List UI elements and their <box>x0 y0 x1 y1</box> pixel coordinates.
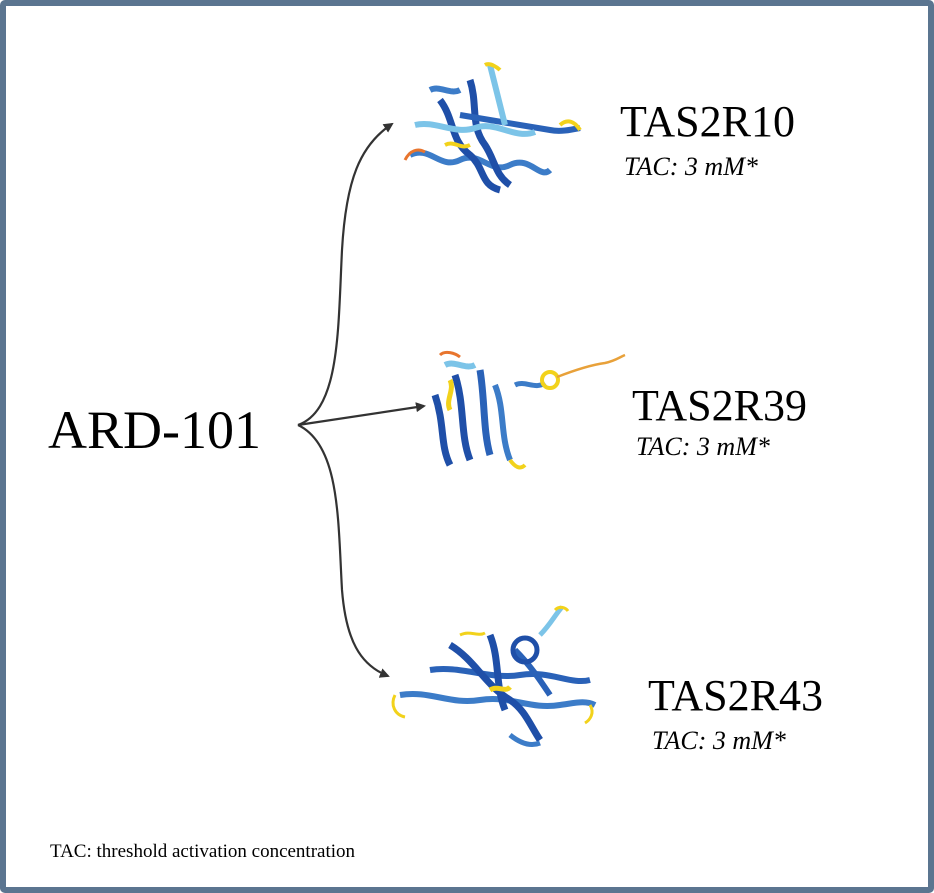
source-label: ARD-101 <box>48 400 261 460</box>
target-tac: TAC: 3 mM* <box>624 152 758 181</box>
target-tac: TAC: 3 mM* <box>652 726 786 755</box>
footnote: TAC: threshold activation concentration <box>50 841 356 862</box>
protein-structure-icon <box>431 350 626 470</box>
protein-structure-icon <box>391 605 597 748</box>
arrow-to-tas2r43 <box>297 424 390 678</box>
target-name: TAS2R39 <box>632 381 807 430</box>
protein-structure-icon <box>403 62 582 194</box>
target-tac: TAC: 3 mM* <box>636 432 770 461</box>
arrow-to-tas2r39 <box>297 402 426 427</box>
target-name: TAS2R10 <box>620 97 795 146</box>
arrow-to-tas2r10 <box>297 122 394 427</box>
target-name: TAS2R43 <box>648 671 823 720</box>
